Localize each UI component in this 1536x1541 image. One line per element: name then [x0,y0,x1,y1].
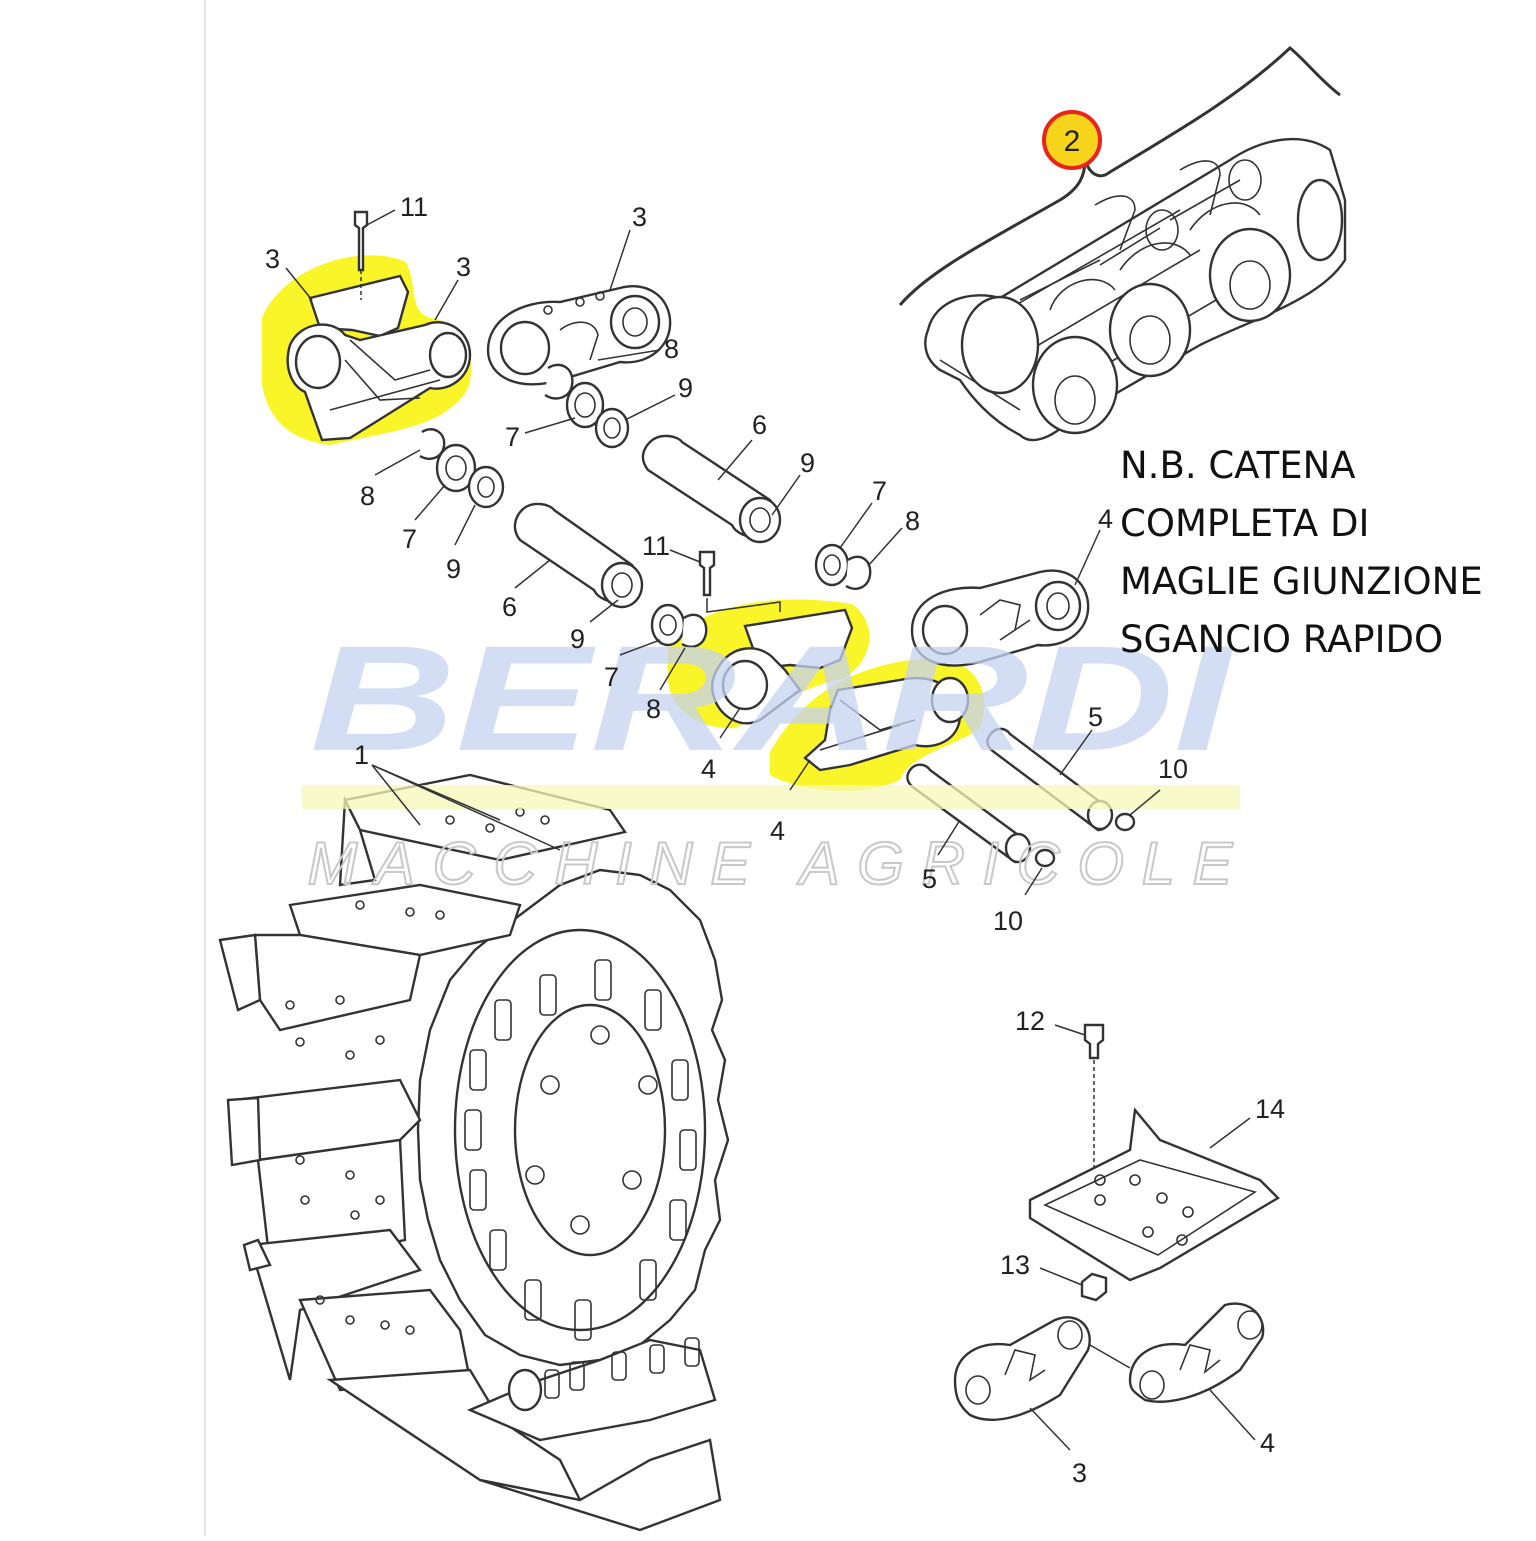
label-10-upper: 10 [1158,754,1188,784]
rings-middle-left [650,603,708,648]
master-link-middle [710,608,970,772]
label-11-top: 11 [400,192,428,222]
label-12: 12 [1015,1006,1045,1036]
label-3-center: 3 [456,252,471,282]
rings-upper [544,363,630,449]
link-4-right [910,569,1090,667]
label-7-left: 7 [402,524,417,554]
label-4-bottom: 4 [1260,1428,1275,1458]
label-7-middle: 7 [604,662,619,692]
label-4-right: 4 [1098,504,1113,534]
label-9-lower: 9 [570,624,585,654]
note-block: N.B. CATENA COMPLETA DI MAGLIE GIUNZIONE… [1120,444,1483,661]
nut-13 [1080,1272,1108,1302]
shoe-assembly [953,1023,1280,1422]
label-3-left: 3 [265,244,280,274]
label-4-lower: 4 [770,816,785,846]
bolt-11-middle [698,550,781,613]
callout-number: 2 [1064,125,1081,158]
label-5-lower: 5 [922,864,937,894]
watermark: BERARDI MACCHINE AGRICOLE [302,614,1240,898]
sprocket-hub [513,1003,667,1257]
label-9-left: 9 [446,554,461,584]
rings-left [419,428,505,509]
track-shoe-14 [1028,1107,1280,1282]
watermark-subtitle: MACCHINE AGRICOLE [308,830,1234,897]
chain-assembly [898,46,1347,442]
label-14: 14 [1255,1094,1285,1124]
master-link-left [286,210,472,442]
rings-middle-right [814,543,872,590]
sprocket-windows [464,959,697,1341]
label-3-right: 3 [632,202,647,232]
label-8-middle: 8 [646,694,661,724]
track-bolt-holes [285,807,550,1335]
leader-lines [285,209,1256,1451]
label-10-lower: 10 [993,906,1023,936]
label-9-bushing: 9 [800,448,815,478]
link-3-top [486,285,672,386]
label-7-upper: 7 [505,422,520,452]
bolt-12 [1083,1023,1105,1060]
watermark-brand: BERARDI [310,614,1234,782]
note-line-1: N.B. CATENA [1120,444,1356,487]
label-8-right: 8 [905,506,920,536]
shoe-holes [1094,1174,1194,1246]
set-screws-10 [1034,812,1136,868]
label-11-middle: 11 [642,531,670,561]
bolt-11-top [353,210,369,272]
bushing-6-upper [641,434,782,544]
link-3-bottom [953,1316,1091,1422]
label-8-upper: 8 [664,334,679,364]
chain-bracket [898,46,1341,306]
bushing-6-lower [513,502,644,609]
label-13: 13 [1000,1250,1030,1280]
sprocket-bolts [525,1025,658,1235]
label-3-bottom: 3 [1072,1458,1087,1488]
note-line-2: COMPLETA DI [1120,502,1369,545]
track-links-bottom [507,1337,700,1412]
label-6-lower: 6 [502,592,517,622]
note-line-4: SGANCIO RAPIDO [1120,618,1443,661]
callout-circle [1042,110,1102,170]
part-labels: 11 3 3 3 8 9 7 8 7 9 6 9 6 9 11 7 8 4 7 … [265,192,1285,1488]
watermark-band [302,785,1240,809]
link-4-bottom [1128,1302,1265,1403]
label-8-left: 8 [360,481,375,511]
chain-rollers [960,159,1344,435]
label-9-upper: 9 [678,373,693,403]
label-4-middle: 4 [701,754,716,784]
label-1: 1 [354,740,369,770]
label-6-upper: 6 [752,410,767,440]
callout-2: 2 [1042,110,1102,170]
label-7-right: 7 [872,476,887,506]
label-5-upper: 5 [1088,702,1103,732]
note-line-3: MAGLIE GIUNZIONE [1120,560,1483,603]
